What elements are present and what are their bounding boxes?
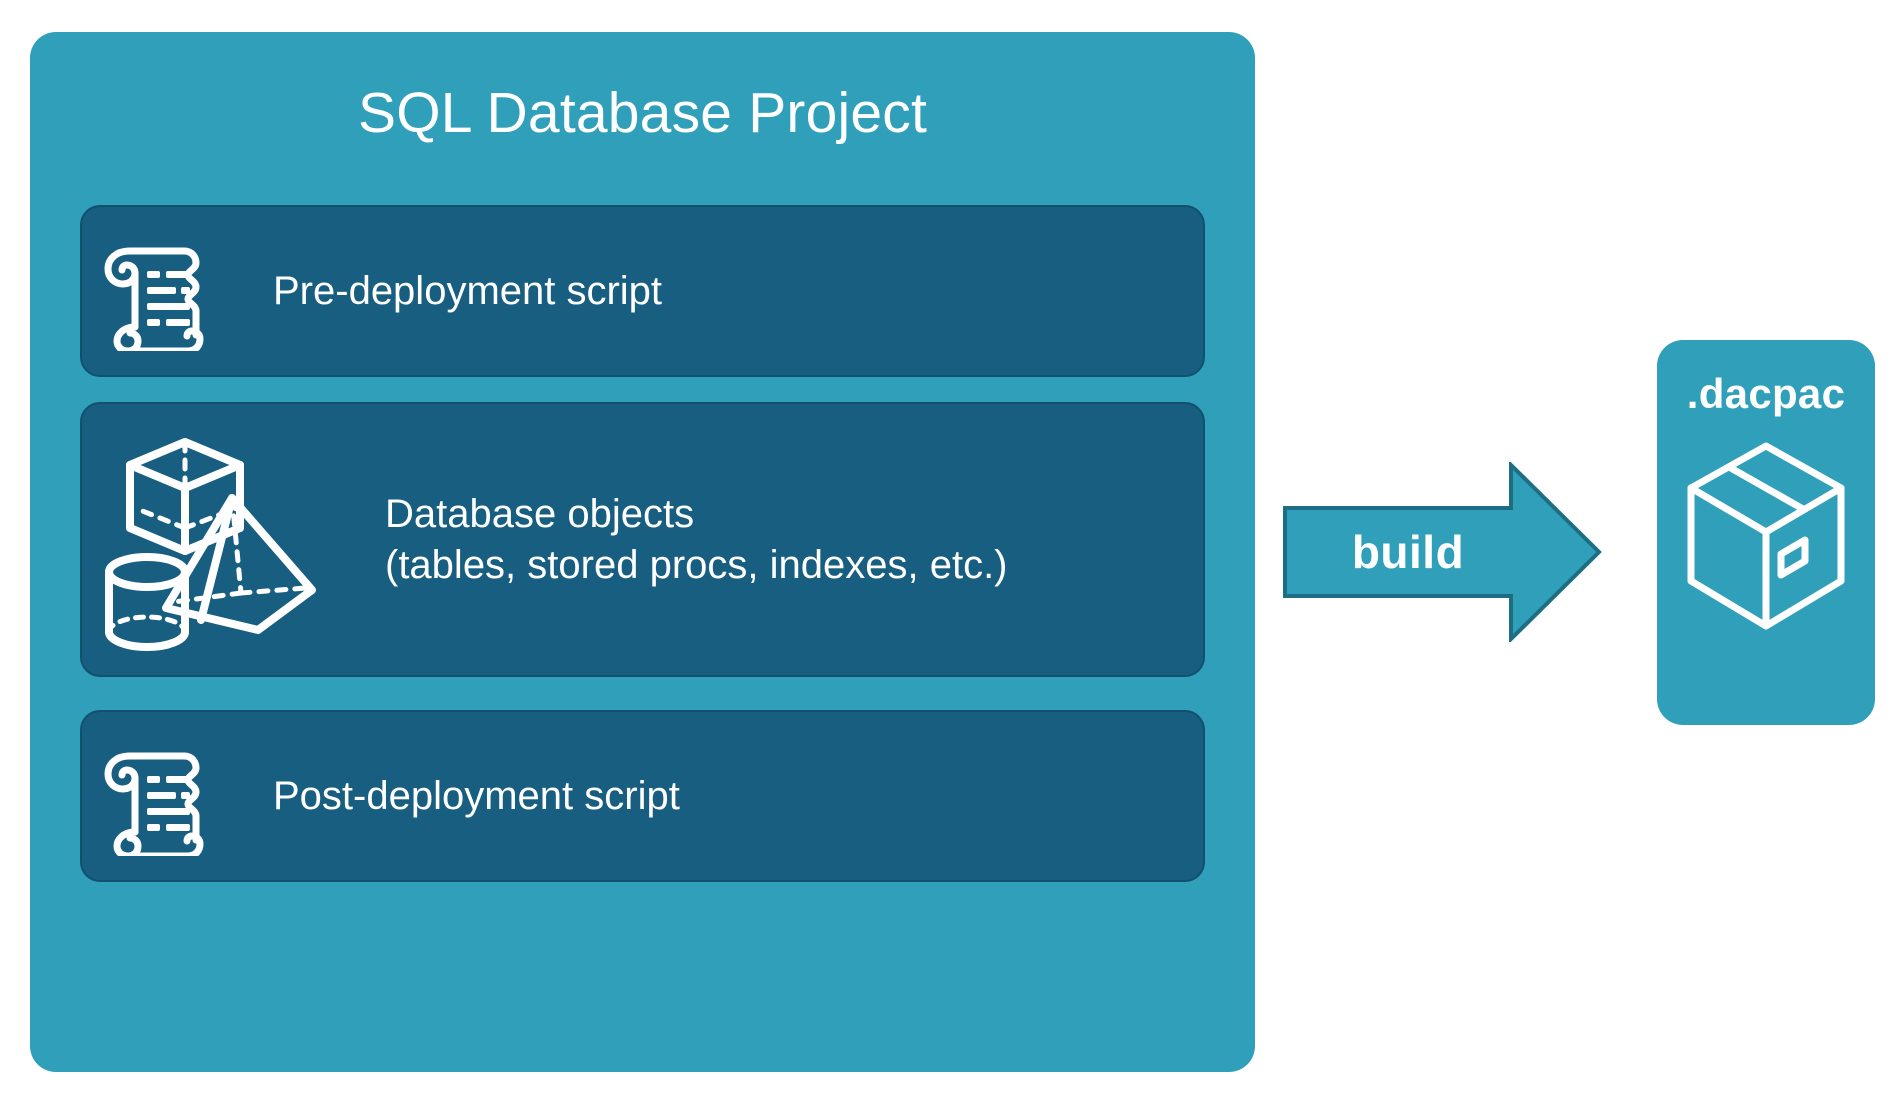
scroll-icon xyxy=(100,231,215,351)
dacpac-title: .dacpac xyxy=(1686,370,1846,417)
cylinder-hidden-edge xyxy=(106,613,188,634)
panel-label-post-deployment: Post-deployment script xyxy=(273,773,680,818)
scroll-icon xyxy=(100,736,215,856)
panel-database-objects[interactable]: Database objects (tables, stored procs, … xyxy=(80,402,1205,677)
build-arrow[interactable]: build xyxy=(1283,462,1603,642)
panel-post-deployment-script[interactable]: Post-deployment script xyxy=(80,710,1205,882)
panel-label-pre-deployment: Pre-deployment script xyxy=(273,268,663,313)
panel-label-database-objects: Database objects (tables, stored procs, … xyxy=(385,492,1008,587)
sql-database-project-container: SQL Database Project xyxy=(30,32,1255,1072)
database-objects-icon-group xyxy=(100,420,330,660)
project-title: SQL Database Project xyxy=(357,81,928,145)
dacpac-output-card[interactable]: .dacpac xyxy=(1657,340,1875,725)
panel-pre-deployment-script[interactable]: Pre-deployment script xyxy=(80,205,1205,377)
package-box-icon xyxy=(1681,436,1851,636)
cylinder-icon xyxy=(105,552,189,651)
